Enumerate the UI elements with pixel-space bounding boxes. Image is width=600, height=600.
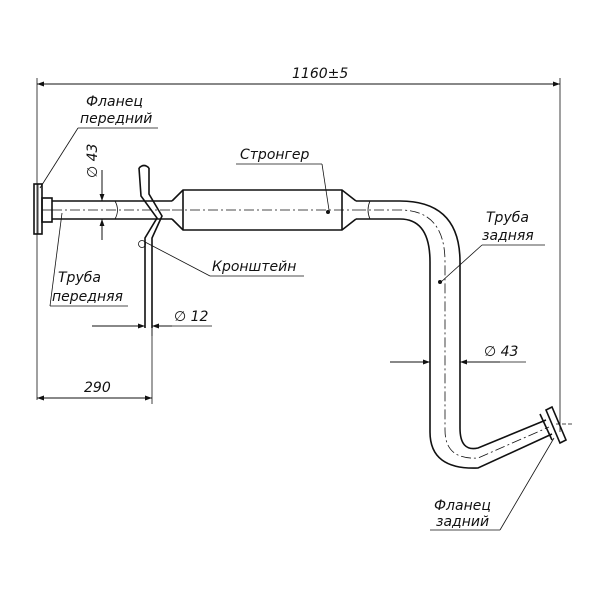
stronger-muffler xyxy=(171,189,357,231)
bracket xyxy=(138,164,163,328)
stronger-label: Стронгер xyxy=(240,147,310,163)
rear-flange xyxy=(539,405,572,445)
bracket-label: Кронштейн xyxy=(212,259,296,275)
front-pipe-label-2: передняя xyxy=(52,289,123,305)
front-diameter-dimension: ∅ 43 xyxy=(85,144,105,240)
rear-flange-label-1: Фланец xyxy=(434,498,491,514)
front-diameter-label: ∅ 43 xyxy=(85,144,101,178)
overall-length-label: 1160±5 xyxy=(292,66,348,82)
front-offset-label: 290 xyxy=(84,380,111,396)
front-offset-dimension: 290 xyxy=(37,328,153,404)
rear-flange-label-2: задний xyxy=(436,514,489,530)
stronger-callout: Стронгер xyxy=(236,147,330,211)
rear-flange-callout: Фланец задний xyxy=(430,437,555,531)
rear-diameter-dimension: ∅ 43 xyxy=(390,344,526,365)
rear-pipe-callout: Труба задняя xyxy=(440,210,545,283)
front-flange-label-2: передний xyxy=(80,111,152,127)
front-flange-callout: Фланец передний xyxy=(39,94,158,189)
rear-pipe xyxy=(356,200,553,469)
rear-pipe-label-1: Труба xyxy=(486,210,529,226)
front-pipe-callout: Труба передняя xyxy=(49,212,128,307)
rear-pipe-label-2: задняя xyxy=(482,228,534,244)
rear-diameter-label: ∅ 43 xyxy=(484,344,518,360)
front-flange-label-1: Фланец xyxy=(86,94,143,110)
bracket-diameter-label: ∅ 12 xyxy=(174,309,209,325)
bracket-callout: Кронштейн xyxy=(144,241,304,277)
front-pipe-label-1: Труба xyxy=(58,270,101,286)
overall-length-dimension: 1160±5 xyxy=(36,66,561,432)
